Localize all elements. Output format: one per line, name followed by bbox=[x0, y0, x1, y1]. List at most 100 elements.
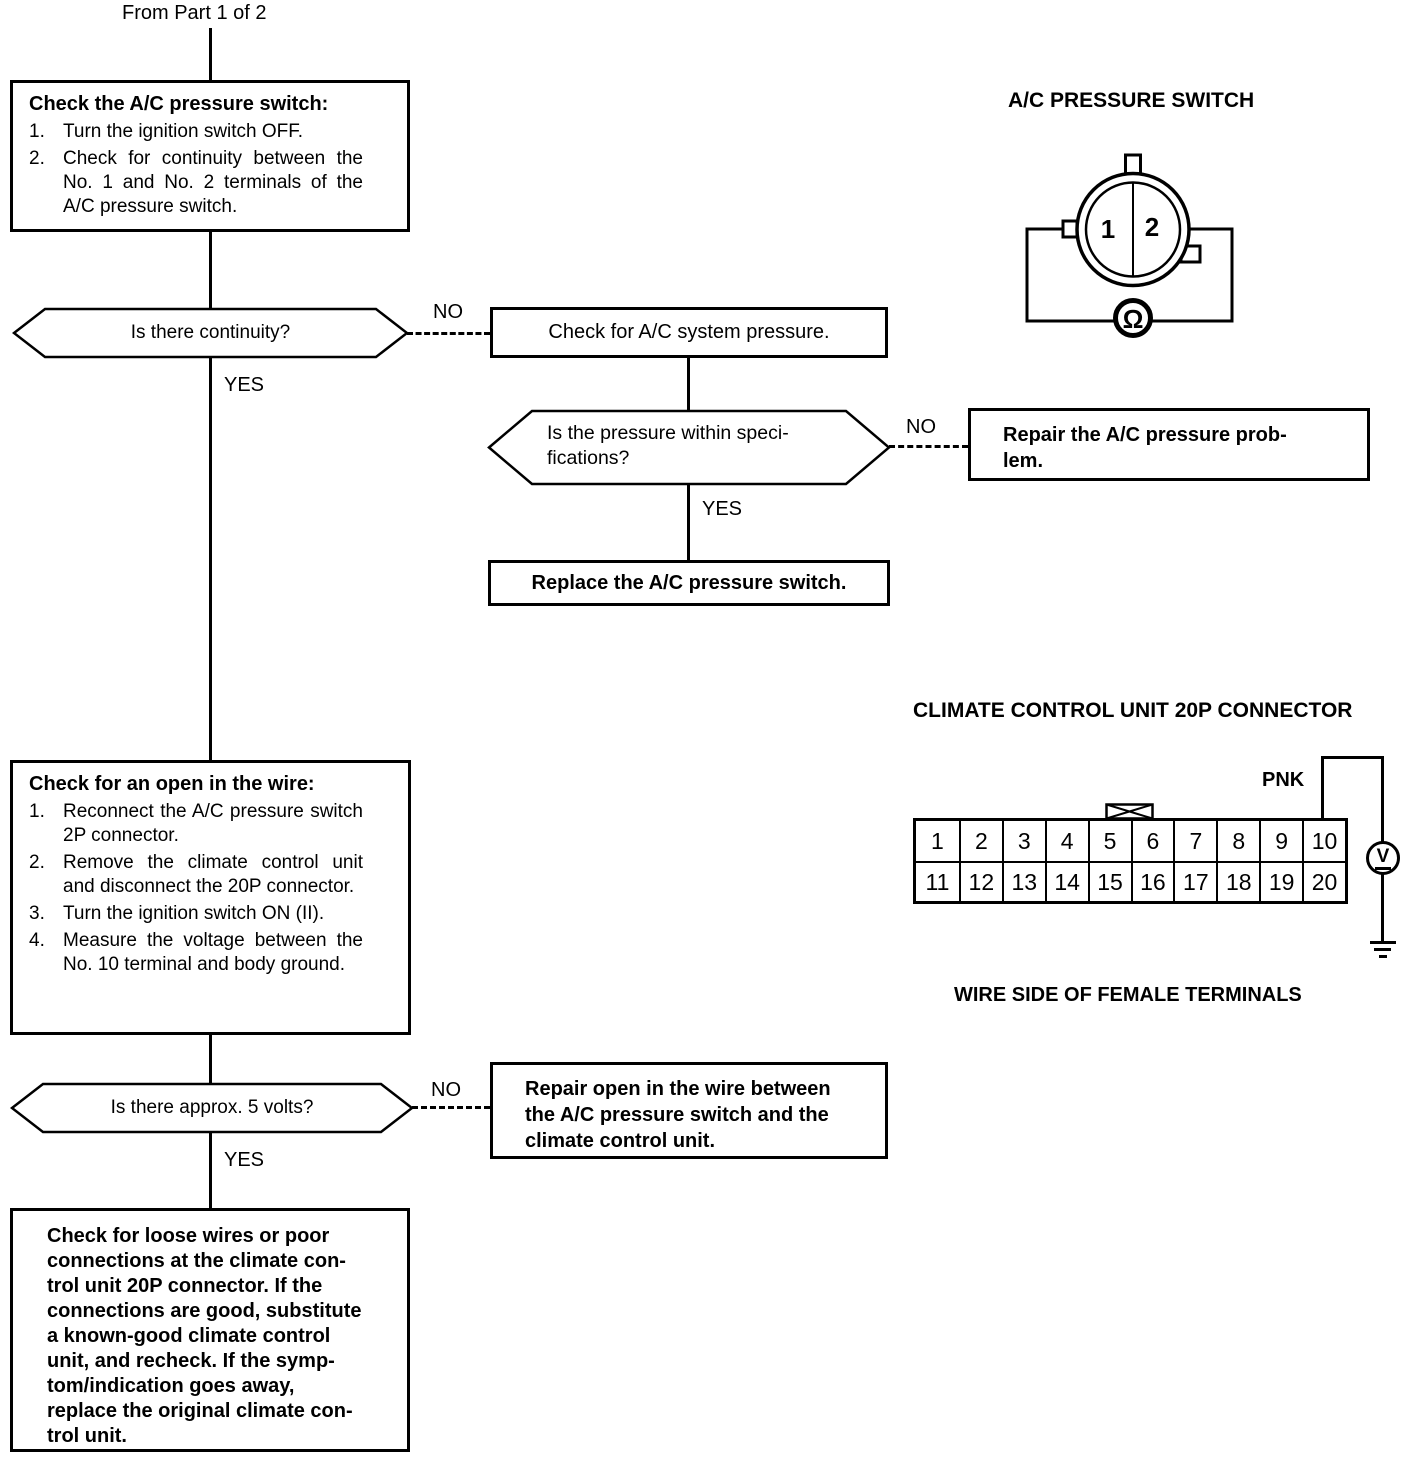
no-connector-line-3 bbox=[412, 1106, 490, 1109]
pin-cell: 17 bbox=[1173, 861, 1217, 901]
flow-line-1 bbox=[209, 232, 212, 310]
action-line: connections are good, substitute bbox=[47, 1300, 362, 1322]
question-line: fications? bbox=[547, 447, 630, 469]
pressure-switch-figure: 1 2 Ω bbox=[1025, 153, 1234, 338]
step-title: Check for an open in the wire: bbox=[29, 773, 315, 795]
switch-tab-top bbox=[1124, 153, 1142, 176]
no-label-1: NO bbox=[433, 301, 463, 323]
yes-label-3: YES bbox=[224, 1149, 265, 1171]
no-connector-line-1 bbox=[407, 332, 490, 335]
flow-line-entry bbox=[209, 28, 212, 80]
switch-body-inner bbox=[1084, 181, 1182, 278]
decision-question: Is there approx. 5 volts? bbox=[110, 1097, 314, 1118]
action-line: a known-good climate control bbox=[47, 1325, 331, 1347]
pin-cell: 19 bbox=[1259, 861, 1303, 901]
action-line: Repair open in the wire between bbox=[525, 1078, 831, 1100]
action-line: trol unit. bbox=[47, 1425, 127, 1447]
flow-line-2 bbox=[687, 356, 690, 412]
pin-cell: 20 bbox=[1302, 861, 1345, 901]
pin-cell: 10 bbox=[1302, 821, 1345, 861]
action-line: unit, and recheck. If the symp- bbox=[47, 1350, 335, 1372]
pin-cell: 18 bbox=[1216, 861, 1260, 901]
wire-color-label: PNK bbox=[1262, 769, 1305, 791]
item-number: 1. bbox=[29, 801, 45, 822]
step-content: Check for an open in the wire: 1. Reconn… bbox=[13, 763, 408, 977]
decision-question: Is there continuity? bbox=[130, 322, 291, 343]
action-line: climate control unit. bbox=[525, 1130, 716, 1152]
action-line: Check for loose wires or poor bbox=[47, 1225, 330, 1247]
connector-pin-grid: 1 2 3 4 5 6 7 8 9 10 11 12 13 14 15 16 1… bbox=[913, 818, 1348, 904]
step-check-open-wire-box: Check for an open in the wire: 1. Reconn… bbox=[10, 760, 411, 1035]
item-text: Reconnect the A/C pressure switch 2P con… bbox=[63, 801, 363, 846]
pnk-wire-across bbox=[1321, 756, 1384, 759]
ground-wire bbox=[1381, 874, 1384, 942]
ohmmeter-icon bbox=[1113, 298, 1153, 338]
connector-caption: WIRE SIDE OF FEMALE TERMINALS bbox=[954, 984, 1302, 1006]
decision-pressure-spec: Is the pressure within speci- fications? bbox=[487, 409, 891, 486]
action-repair-open-wire-box: Repair open in the wire between the A/C … bbox=[490, 1062, 888, 1159]
action-check-system-pressure-box: Check for A/C system pressure. bbox=[490, 307, 888, 358]
yes-label-1: YES bbox=[224, 374, 265, 396]
pin-cell: 16 bbox=[1130, 861, 1174, 901]
step-check-pressure-switch-box: Check the A/C pressure switch: 1. Turn t… bbox=[10, 80, 410, 232]
keyway-icon bbox=[1105, 803, 1154, 820]
pin-cell: 4 bbox=[1044, 821, 1088, 861]
step-item: 1. Turn the ignition switch OFF. bbox=[29, 120, 395, 144]
action-text: Replace the A/C pressure switch. bbox=[531, 571, 847, 594]
item-text: Turn the ignition switch OFF. bbox=[63, 121, 304, 142]
action-replace-pressure-switch-box: Replace the A/C pressure switch. bbox=[488, 560, 890, 606]
pin-cell: 8 bbox=[1216, 821, 1259, 861]
step-item: 4. Measure the voltage between the No. 1… bbox=[29, 929, 396, 977]
question-line: Is the pressure within speci- bbox=[547, 422, 789, 444]
action-line: lem. bbox=[1003, 450, 1044, 472]
item-number: 3. bbox=[29, 903, 45, 924]
item-number: 4. bbox=[29, 930, 45, 951]
flow-line-yes-2 bbox=[687, 483, 690, 562]
action-line: the A/C pressure switch and the bbox=[525, 1104, 829, 1126]
step-item: 3. Turn the ignition switch ON (II). bbox=[29, 902, 396, 926]
yes-label-2: YES bbox=[702, 498, 743, 520]
item-text: Turn the ignition switch ON (II). bbox=[63, 903, 325, 924]
pin-cell: 3 bbox=[1001, 821, 1045, 861]
step-content: Check the A/C pressure switch: 1. Turn t… bbox=[13, 83, 407, 219]
pin-cell: 5 bbox=[1087, 821, 1131, 861]
voltmeter-symbol: V bbox=[1374, 847, 1392, 870]
step-item: 2. Check for continuity between the No. … bbox=[29, 147, 395, 219]
decision-5-volts: Is there approx. 5 volts? bbox=[10, 1082, 414, 1134]
step-title: Check the A/C pressure switch: bbox=[29, 93, 329, 115]
action-line: replace the original climate con- bbox=[47, 1400, 353, 1422]
item-text: Check for continuity between the No. 1 a… bbox=[63, 148, 363, 217]
voltmeter-icon: V bbox=[1366, 841, 1400, 875]
pressure-switch-title: A/C PRESSURE SWITCH bbox=[1008, 89, 1255, 112]
pin-cell: 12 bbox=[958, 861, 1002, 901]
ohmmeter-lead-left bbox=[1025, 227, 1133, 323]
decision-continuity: Is there continuity? bbox=[12, 307, 409, 359]
pin-cell: 9 bbox=[1259, 821, 1302, 861]
action-line: tom/indication goes away, bbox=[47, 1375, 295, 1397]
pin-cell: 2 bbox=[958, 821, 1002, 861]
terminal-2-label: 2 bbox=[1145, 212, 1159, 242]
decision-hexagon bbox=[12, 307, 409, 359]
no-label-2: NO bbox=[906, 416, 936, 438]
pin-cell: 14 bbox=[1044, 861, 1088, 901]
terminal-1-label: 1 bbox=[1101, 214, 1115, 244]
connector-title: CLIMATE CONTROL UNIT 20P CONNECTOR bbox=[913, 699, 1353, 722]
entry-label: From Part 1 of 2 bbox=[122, 2, 267, 24]
item-number: 1. bbox=[29, 121, 45, 142]
pin-cell: 11 bbox=[916, 861, 959, 901]
pin-cell: 6 bbox=[1130, 821, 1174, 861]
flow-line-yes-1 bbox=[209, 356, 212, 762]
no-connector-line-2 bbox=[889, 445, 968, 448]
item-text: Measure the voltage between the No. 10 t… bbox=[63, 930, 363, 975]
action-text: Check for A/C system pressure. bbox=[548, 321, 830, 343]
step-item: 2. Remove the climate control unit and d… bbox=[29, 851, 396, 899]
action-line: trol unit 20P connector. If the bbox=[47, 1275, 323, 1297]
decision-question: Is the pressure within speci- fications? bbox=[547, 421, 789, 471]
ohmmeter-lead-right bbox=[1133, 227, 1234, 323]
item-number: 2. bbox=[29, 148, 45, 169]
ohmmeter-symbol: Ω bbox=[1123, 304, 1144, 334]
decision-hexagon bbox=[487, 409, 891, 486]
pin-cell: 13 bbox=[1001, 861, 1045, 901]
flow-line-3 bbox=[209, 1033, 212, 1085]
